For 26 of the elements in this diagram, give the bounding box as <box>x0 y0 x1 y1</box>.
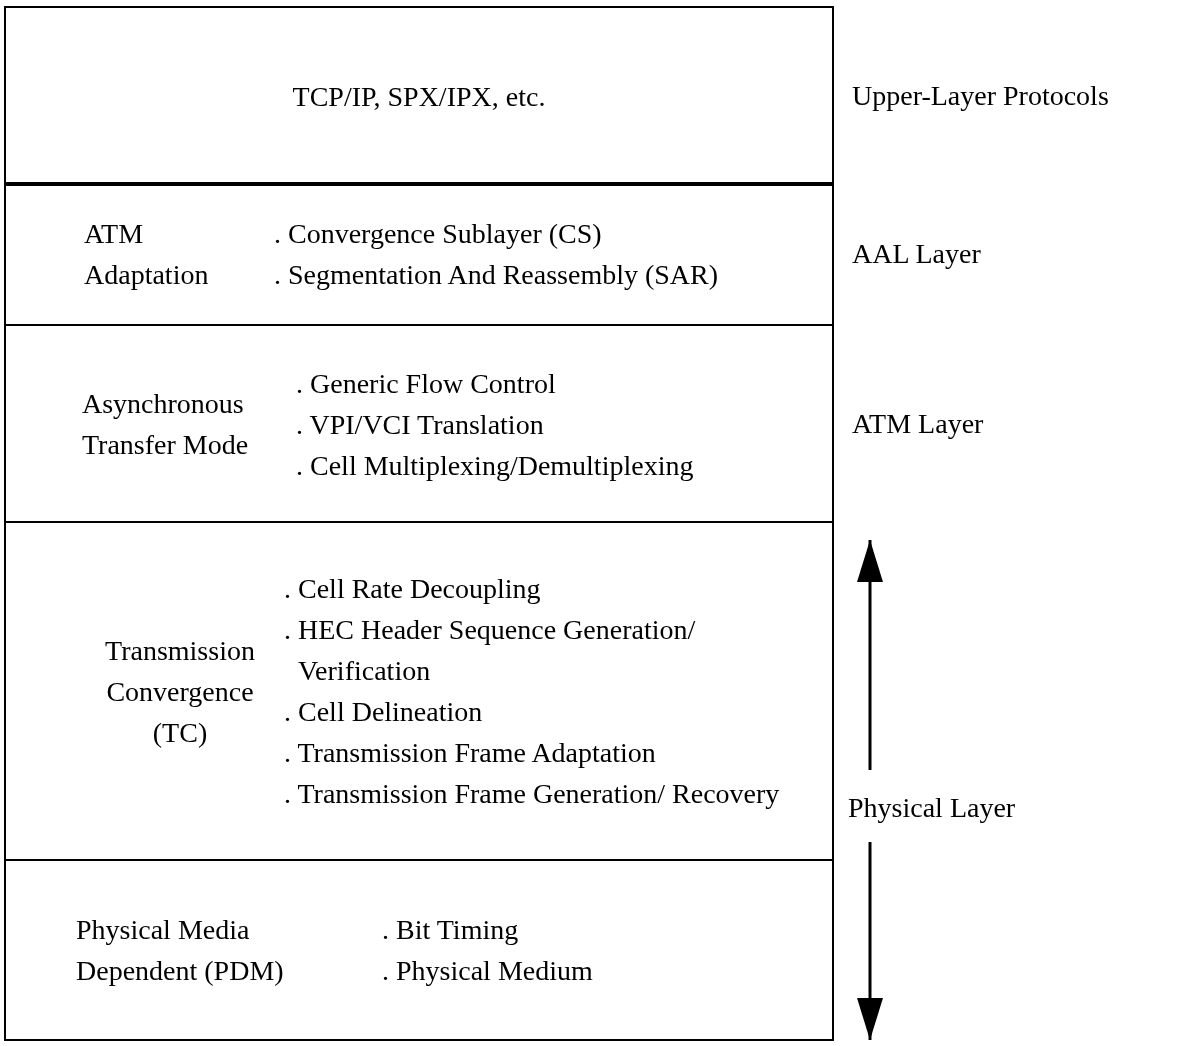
function-item: . HEC Header Sequence Generation/ Verification <box>284 613 697 688</box>
function-item: . Generic Flow Control <box>296 366 557 400</box>
function-item: . Convergence Sublayer (CS) <box>274 217 603 251</box>
layer-band <box>4 859 834 1041</box>
function-item: . VPI/VCI Translation <box>296 407 545 441</box>
layer-band <box>4 6 834 186</box>
function-item: . Bit Timing <box>382 913 520 947</box>
function-item: . Cell Multiplexing/Demultiplexing <box>296 448 695 483</box>
layer-heading: Physical Media Dependent (PDM) <box>76 913 285 988</box>
layer-band <box>4 521 834 861</box>
function-item: . Cell Rate Decoupling <box>284 572 542 606</box>
function-item: . Physical Medium <box>382 954 594 988</box>
layer-name: AAL Layer <box>852 236 981 271</box>
layer-band <box>4 182 834 326</box>
function-item: . Transmission Frame Generation/ Recovery <box>284 777 781 811</box>
function-item: . Cell Delineation <box>284 695 484 729</box>
layer-heading: ATM Adaptation <box>84 217 210 292</box>
function-item: . Transmission Frame Adaptation <box>284 736 657 770</box>
layer-name: ATM Layer <box>852 406 984 440</box>
layer-text: TCP/IP, SPX/IPX, etc. <box>291 79 547 114</box>
function-item: . Segmentation And Reassembly (SAR) <box>274 258 720 292</box>
layer-heading: Asynchronous Transfer Mode <box>82 386 250 462</box>
layer-band <box>4 324 834 523</box>
layer-name: Upper-Layer Protocols <box>852 78 1109 113</box>
layer-heading: Transmission Convergence (TC) <box>104 633 256 750</box>
layer-range-label: Physical Layer <box>848 791 1016 825</box>
